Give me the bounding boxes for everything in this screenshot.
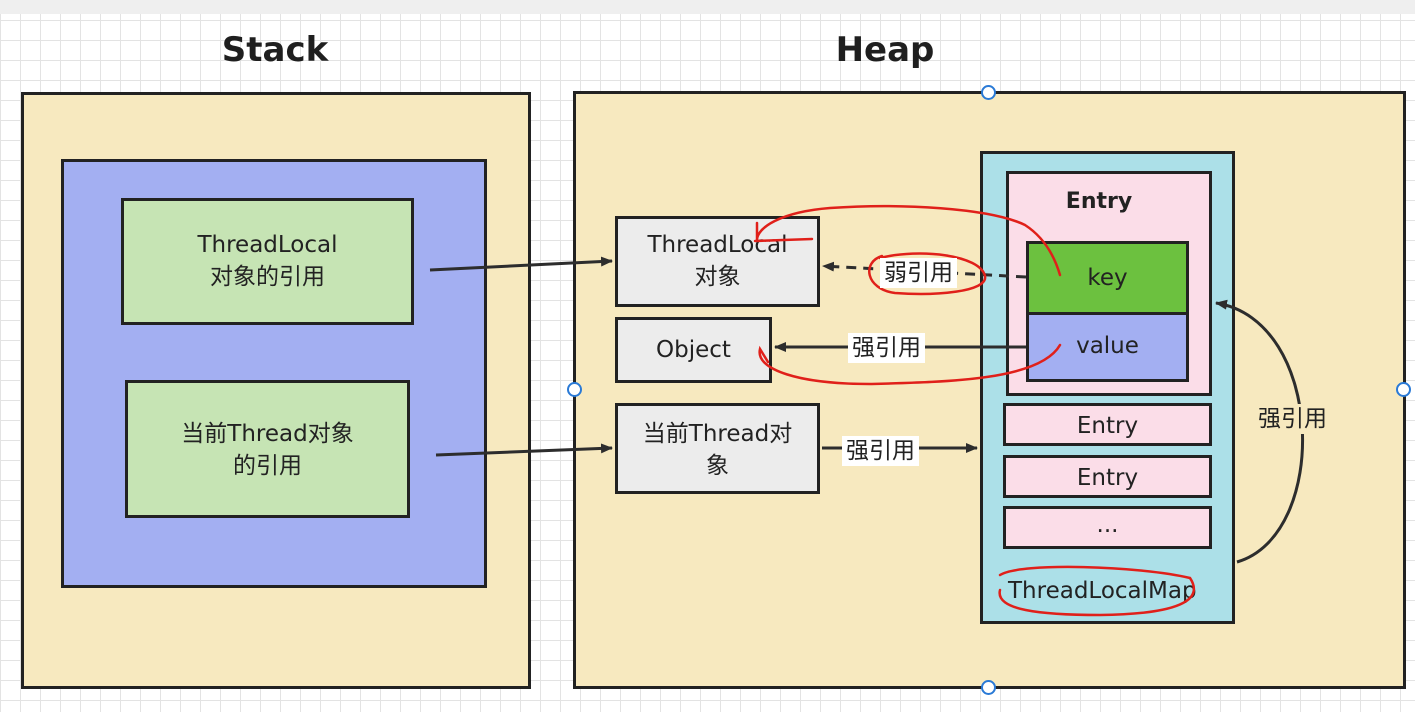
arrow-threadlocal-ref: [429, 256, 613, 272]
key-label: key: [1087, 265, 1128, 291]
thread-ref-line1: 当前Thread对象: [181, 421, 354, 447]
entry-title: Entry: [1065, 189, 1133, 214]
thread-object-box[interactable]: [615, 403, 820, 494]
annotation-key-curve: [755, 204, 1062, 277]
entry-row-label: Entry: [1076, 465, 1139, 491]
strong-ref-thread-label: 强引用: [842, 436, 919, 466]
strong-ref-loop-label: 强引用: [1254, 404, 1331, 434]
selection-handle[interactable]: [981, 680, 996, 695]
heap-title: Heap: [835, 30, 935, 70]
thread-object-line2: 象: [706, 453, 729, 479]
entry-row[interactable]: [1003, 455, 1212, 498]
selection-handle[interactable]: [981, 85, 996, 100]
value-label: value: [1076, 333, 1139, 359]
annotation-map-circle: [998, 565, 1195, 617]
entry-row[interactable]: [1003, 403, 1212, 446]
object-label: Object: [656, 337, 731, 363]
selection-handle[interactable]: [1396, 382, 1411, 397]
canvas-top-bar: [0, 0, 1415, 14]
arrow-thread-ref: [435, 443, 613, 457]
value-box[interactable]: [1026, 312, 1189, 382]
threadlocal-object-box[interactable]: [615, 216, 820, 307]
annotation-weak-circle: [868, 252, 987, 296]
selection-handle[interactable]: [567, 382, 582, 397]
strong-ref-value-label: 强引用: [848, 333, 925, 363]
weak-ref-label: 弱引用: [880, 258, 957, 288]
threadlocal-object-line2: 对象: [694, 264, 741, 290]
entry-row-label: Entry: [1076, 413, 1139, 439]
threadlocal-object-line1: ThreadLocal: [647, 232, 788, 258]
annotation-value-curve: [758, 343, 1062, 386]
threadlocalmap-label: ThreadLocalMap: [1008, 578, 1197, 604]
threadlocal-ref-box[interactable]: [121, 198, 414, 325]
thread-ref-line2: 的引用: [233, 453, 302, 479]
entry-row-more-label: ...: [1096, 512, 1119, 538]
threadlocal-ref-line2: 对象的引用: [210, 264, 325, 290]
thread-ref-box[interactable]: [125, 380, 410, 518]
entry-row-more[interactable]: [1003, 506, 1212, 549]
threadlocal-ref-line1: ThreadLocal: [197, 232, 338, 258]
object-box[interactable]: [615, 317, 772, 383]
thread-object-line1: 当前Thread对: [642, 421, 793, 447]
annotation-underline: [753, 237, 814, 243]
stack-title: Stack: [221, 30, 329, 70]
